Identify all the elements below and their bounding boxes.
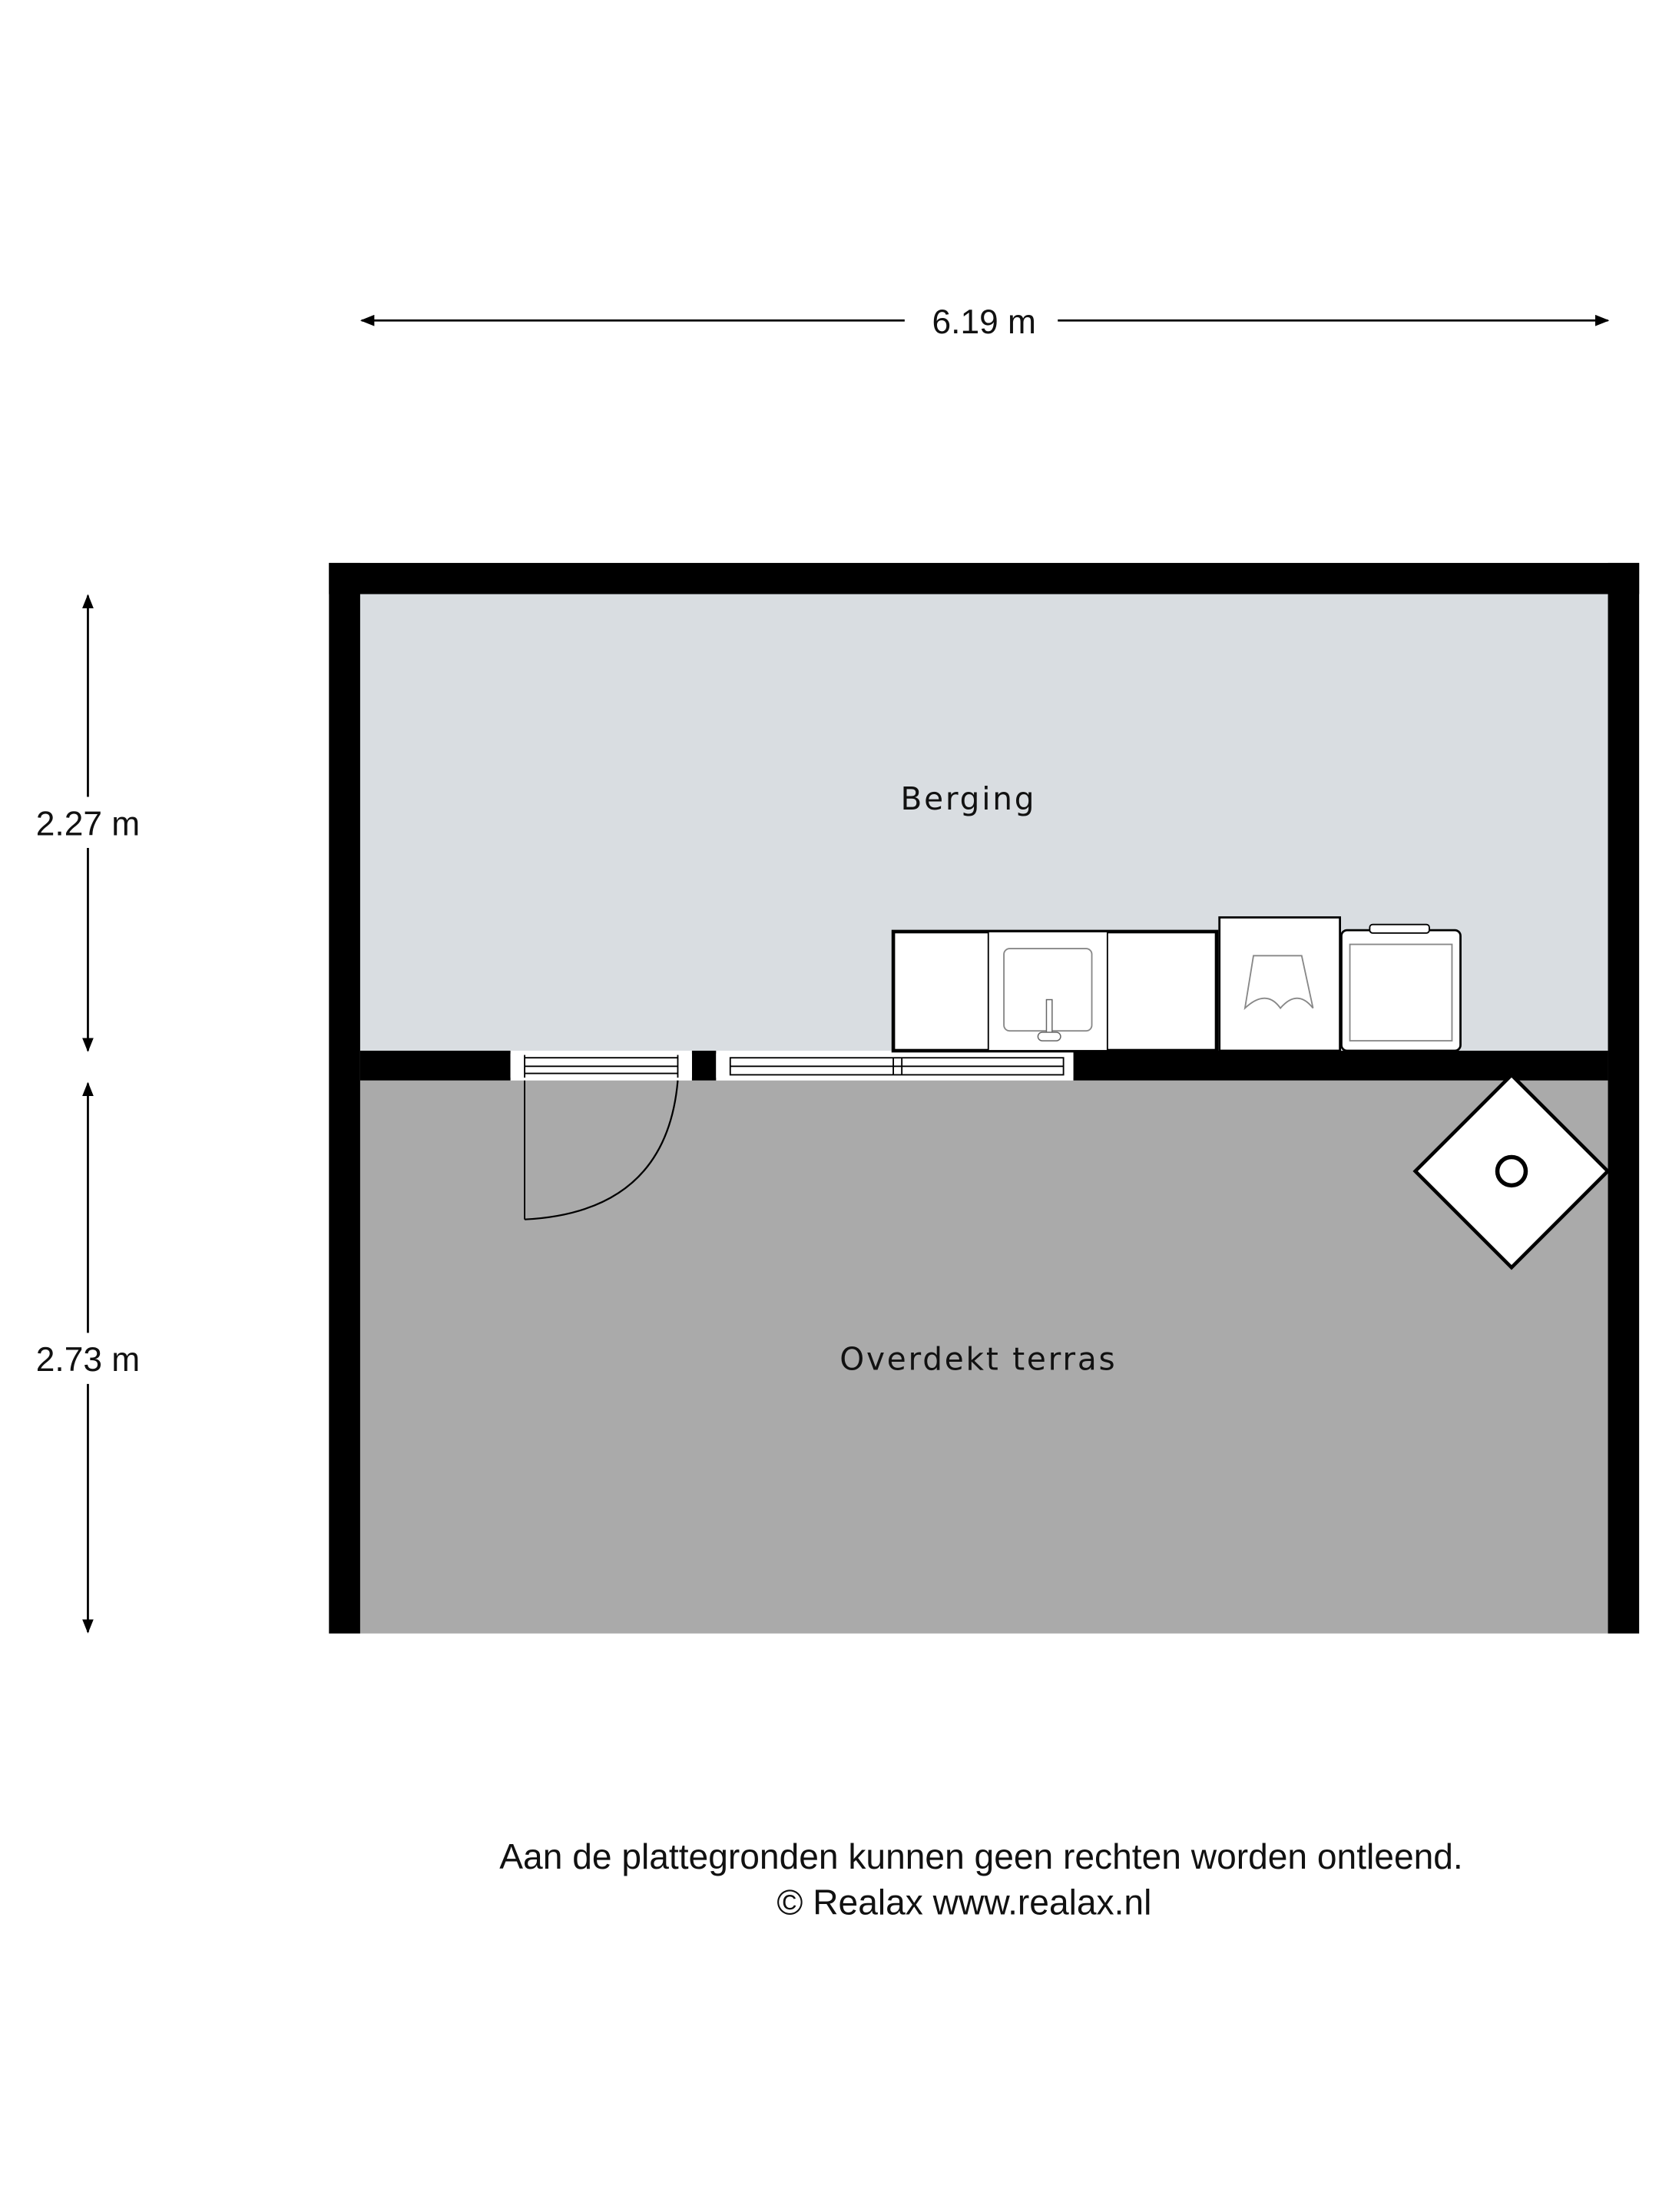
width-label: 6.19 m: [932, 303, 1036, 341]
height-bottom-label: 2.73 m: [36, 1341, 140, 1379]
copyright-text: © Realax www.realax.nl: [777, 1882, 1151, 1922]
washing-machine: [1340, 923, 1462, 1052]
kitchen-counter: [891, 929, 1219, 1053]
faucet-icon: [1045, 998, 1053, 1036]
disclaimer-text: Aan de plattegronden kunnen geen rechten…: [499, 1836, 1462, 1876]
room-overdekt-terras: [359, 1080, 1608, 1634]
height-top-label: 2.27 m: [36, 805, 140, 843]
height-dimension-top: 2.27 m: [36, 594, 140, 1052]
room-label-berging: Berging: [901, 780, 1037, 817]
door: [510, 1053, 692, 1220]
window: [716, 1053, 1074, 1078]
room-label-overdekt-terras: Overdekt terras: [839, 1340, 1117, 1377]
width-dimension: 6.19 m: [359, 303, 1610, 341]
round-fixture: [1412, 1072, 1611, 1270]
walls: [329, 562, 1640, 1634]
height-dimension-bottom: 2.73 m: [36, 1081, 140, 1634]
appliance: [1218, 916, 1341, 1052]
